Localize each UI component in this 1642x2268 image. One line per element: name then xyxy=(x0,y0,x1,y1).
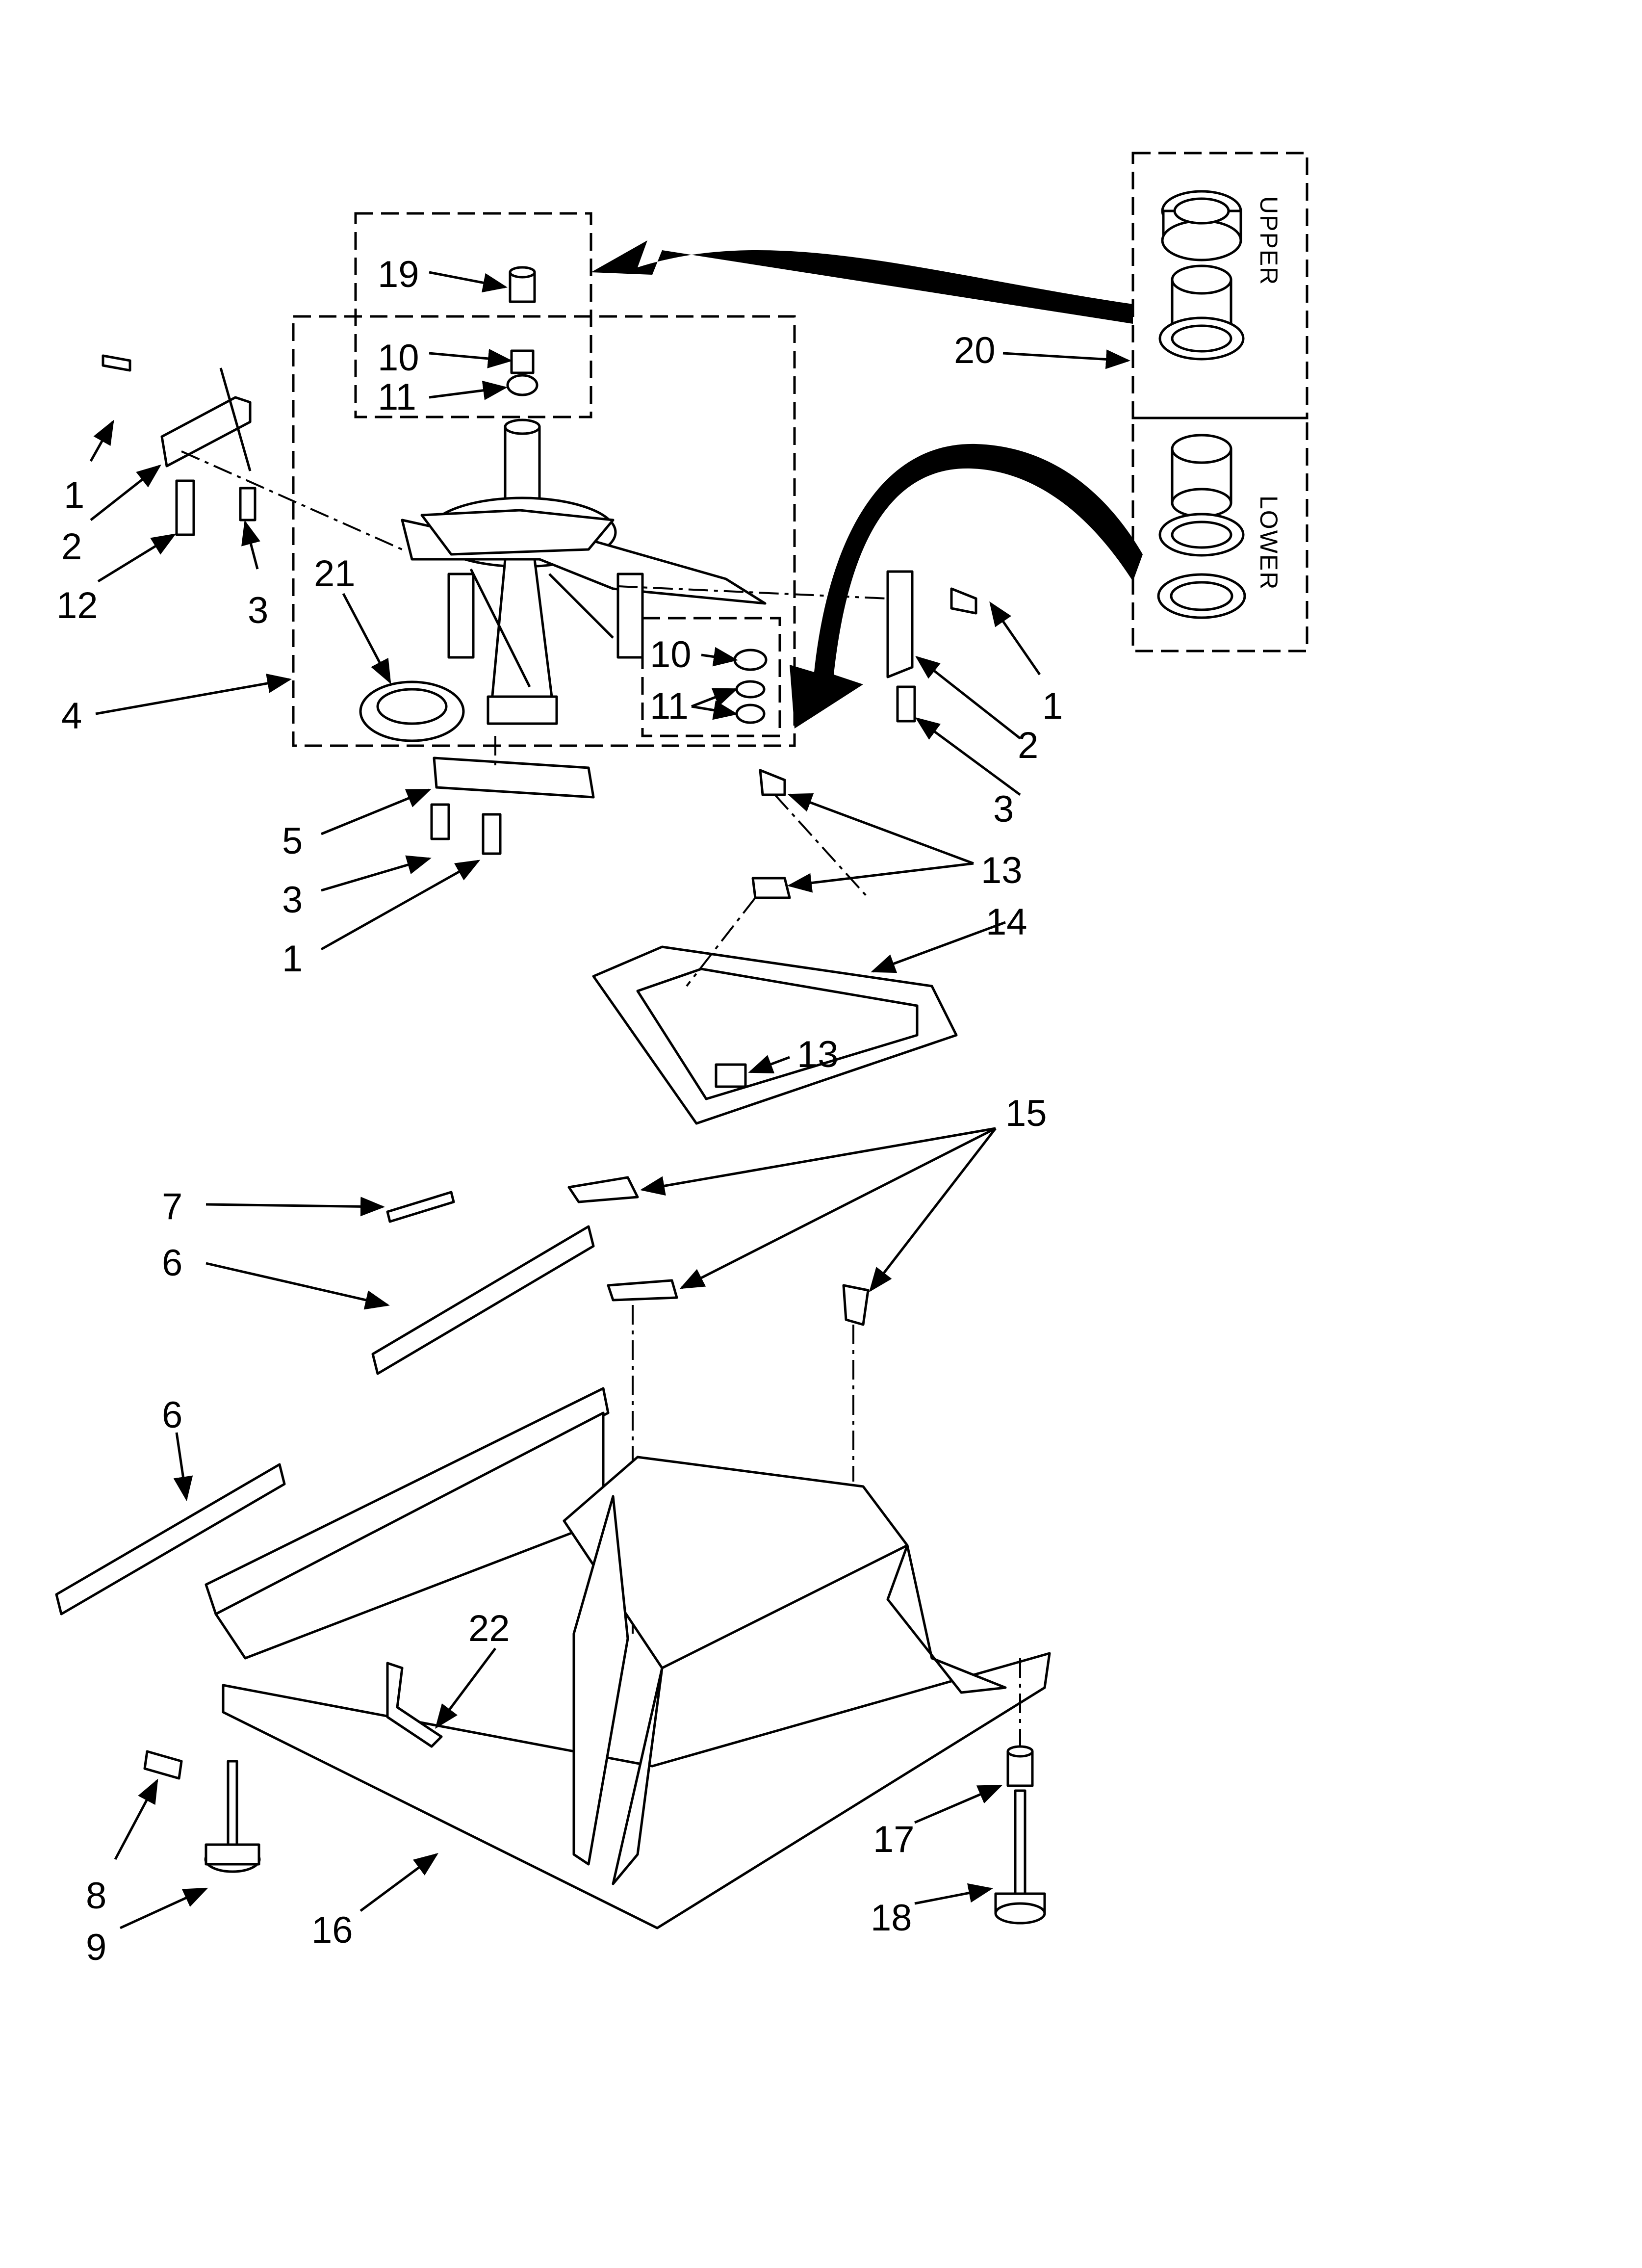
callout-2: 2 xyxy=(61,526,82,568)
callout-10: 10 xyxy=(378,337,419,379)
bracket-5 xyxy=(433,756,595,799)
callout-21: 21 xyxy=(314,553,356,595)
frame-14 xyxy=(592,769,958,1125)
callout-11: 11 xyxy=(378,376,416,418)
callout-15: 15 xyxy=(1005,1093,1047,1134)
spring-7 xyxy=(386,1191,455,1223)
callout-17: 17 xyxy=(873,1819,915,1860)
group-box-10-11 xyxy=(641,617,781,737)
left-bracket-group xyxy=(102,354,403,550)
callout-16: 16 xyxy=(311,1909,353,1951)
callout-18: 18 xyxy=(871,1897,912,1939)
rail-6a xyxy=(371,1225,595,1375)
rail-6b xyxy=(55,1463,286,1616)
callout-11b: 11 xyxy=(650,685,689,727)
callout-3b: 3 xyxy=(282,879,303,921)
clip-15b xyxy=(607,1279,678,1302)
leveling-leg-left xyxy=(143,1750,261,1873)
callout-7: 7 xyxy=(162,1186,182,1227)
right-bracket-group xyxy=(617,570,977,723)
callout-6b: 6 xyxy=(162,1394,182,1436)
callout-2b: 2 xyxy=(1018,725,1038,766)
pointer-lines xyxy=(89,271,1130,1929)
callout-3c: 3 xyxy=(993,788,1014,830)
callout-4: 4 xyxy=(61,695,82,737)
clip-15c xyxy=(842,1284,870,1326)
callout-1: 1 xyxy=(64,474,84,516)
lower-kit-arrow xyxy=(790,443,1143,729)
callout-10b: 10 xyxy=(650,634,692,676)
callout-6: 6 xyxy=(162,1242,182,1284)
callout-20: 20 xyxy=(954,330,996,371)
lower-label: LOWER xyxy=(1255,495,1283,590)
callout-22: 22 xyxy=(468,1608,510,1649)
callout-labels: 1 2 12 3 4 21 5 3 1 19 10 11 10 11 1 2 3… xyxy=(56,254,1063,1968)
callout-13b: 13 xyxy=(797,1034,839,1075)
callout-8: 8 xyxy=(86,1875,106,1917)
callout-9: 9 xyxy=(86,1927,106,1968)
callout-14: 14 xyxy=(986,901,1027,943)
callout-1c: 1 xyxy=(1042,685,1063,727)
callout-19: 19 xyxy=(378,254,419,295)
suspension-assembly xyxy=(401,418,767,725)
upper-kit-arrow xyxy=(591,240,1133,324)
callout-3: 3 xyxy=(248,590,268,631)
callout-12: 12 xyxy=(56,585,98,626)
kit-box-20: UPPER LOWER xyxy=(1131,152,1308,652)
base-frame-16 xyxy=(205,1387,1051,1929)
ring-21-inner xyxy=(376,688,448,725)
callout-5: 5 xyxy=(282,820,303,862)
leveling-leg-right xyxy=(994,1658,1046,1925)
callout-1b: 1 xyxy=(282,938,303,980)
clip-15a xyxy=(567,1176,639,1203)
callout-13: 13 xyxy=(981,850,1023,891)
group-box-4 xyxy=(292,315,796,747)
upper-label: UPPER xyxy=(1255,196,1283,286)
